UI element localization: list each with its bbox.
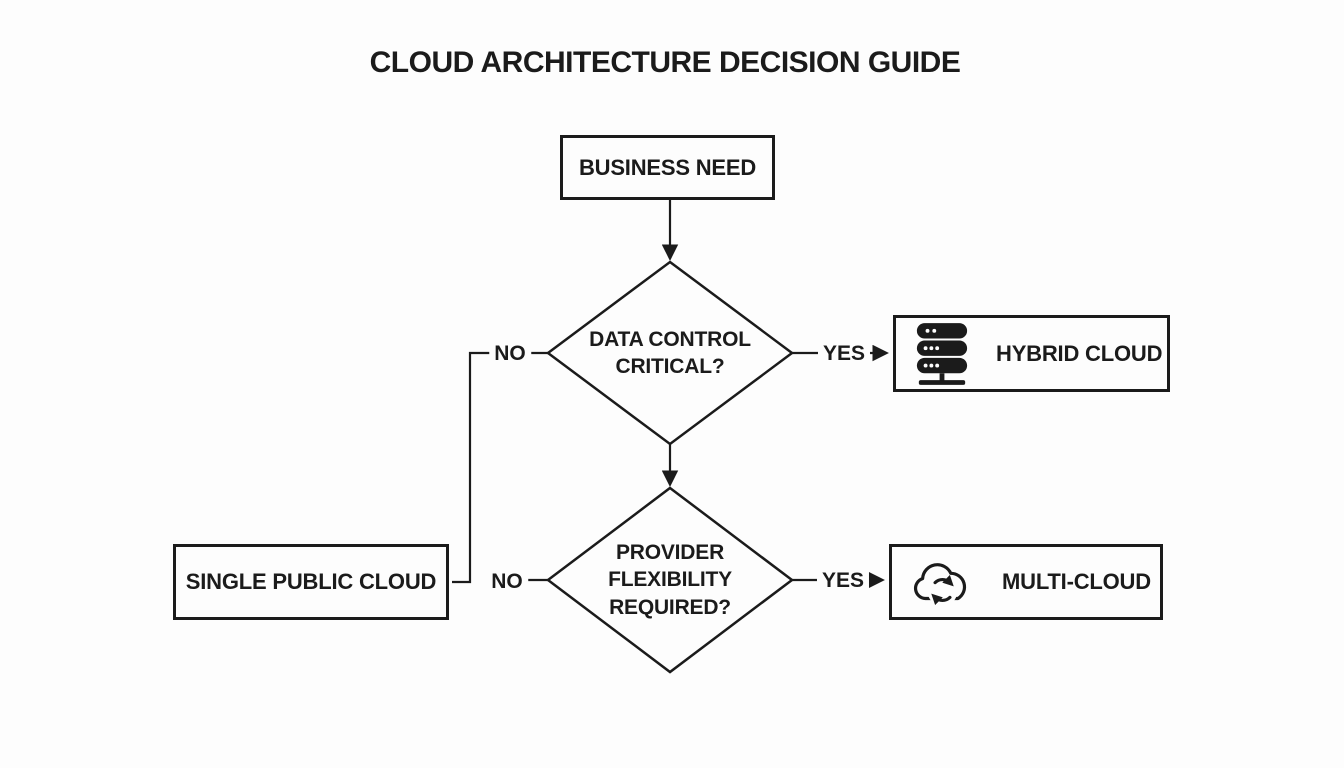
node-hybrid-cloud: HYBRID CLOUD: [893, 315, 1170, 392]
node-single-public-cloud: SINGLE PUBLIC CLOUD: [173, 544, 449, 620]
node-hybrid-cloud-label: HYBRID CLOUD: [996, 340, 1163, 366]
node-multi-cloud: MULTI-CLOUD: [889, 544, 1163, 620]
node-business-need-label: BUSINESS NEED: [578, 154, 757, 180]
decision1-yes-label: YES: [817, 342, 871, 366]
edge-decision1-no: [452, 351, 548, 584]
diagram-title: CLOUD ARCHITECTURE DECISION GUIDE: [369, 46, 961, 79]
node-business-need: BUSINESS NEED: [560, 135, 775, 200]
database-server-icon: [916, 322, 968, 385]
decision2-no-label: NO: [486, 570, 528, 594]
node-single-public-cloud-label: SINGLE PUBLIC CLOUD: [185, 569, 437, 594]
node-multi-cloud-label: MULTI-CLOUD: [1002, 569, 1151, 594]
decision2-label: PROVIDER FLEXIBILITY REQUIRED?: [608, 541, 732, 619]
decision-diamond-2: [545, 486, 795, 674]
decision2-yes-label: YES: [816, 569, 870, 593]
decision1-no-label: NO: [489, 342, 531, 366]
decision-diamond-1: [545, 260, 795, 446]
cloud-sync-icon: [913, 563, 967, 606]
decision1-label: DATA CONTROL CRITICAL?: [589, 328, 751, 379]
